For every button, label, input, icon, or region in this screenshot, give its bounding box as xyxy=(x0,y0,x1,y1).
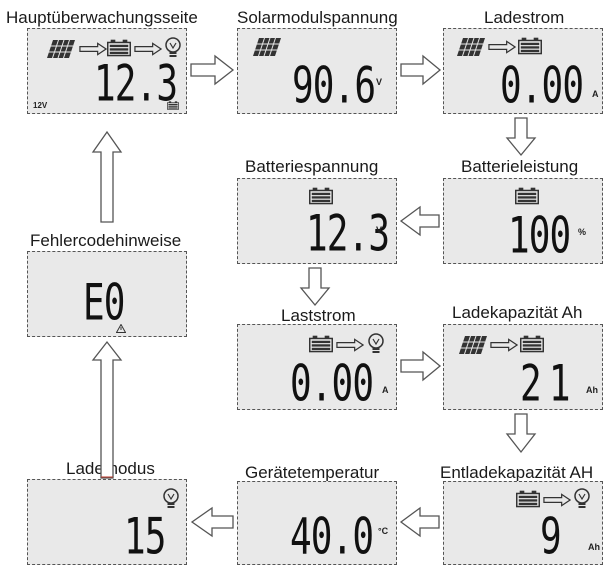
load-current-title: Laststrom xyxy=(281,306,356,325)
flow-arrow-up xyxy=(91,130,123,223)
flow-arrow-up xyxy=(91,340,123,479)
discharge-capacity-unit: Ah xyxy=(588,542,600,552)
battery-level-title: Batterieleistung xyxy=(461,157,579,176)
lcd-load-mode: 15 xyxy=(27,479,187,565)
battery-voltage-value: 12.3 xyxy=(306,205,390,263)
main-value: 12.3 xyxy=(94,55,178,113)
flow-arrow-left xyxy=(190,506,234,538)
charge-capacity-unit: Ah xyxy=(586,385,598,395)
load-mode-value: 15 xyxy=(124,508,166,566)
device-temp-title: Gerätetemperatur xyxy=(245,463,380,482)
flow-arrow-left xyxy=(399,506,440,538)
solar-unit: V xyxy=(376,77,383,87)
battery-voltage-title: Batteriespannung xyxy=(245,157,379,176)
battery-level-unit: % xyxy=(578,227,587,237)
flow-arrow-right xyxy=(400,54,442,86)
lcd-device-temp: 40.0 °C xyxy=(237,481,397,565)
main-title: Hauptüberwachungsseite xyxy=(6,8,198,27)
voltage-label: 12V xyxy=(33,101,48,110)
discharge-capacity-title: Entladekapazität AH xyxy=(440,463,594,482)
flow-arrow-right xyxy=(190,54,235,86)
lcd-discharge-capacity: 9 Ah xyxy=(443,481,603,565)
device-temp-value: 40.0 xyxy=(290,508,374,566)
lcd-load-current: 0.00 A xyxy=(237,324,397,410)
lcd-battery-level: 100 % xyxy=(443,178,603,264)
charge-current-title: Ladestrom xyxy=(484,8,565,27)
battery-level-value: 100 xyxy=(508,207,571,265)
flow-arrow-down xyxy=(505,413,537,454)
lcd-charge-capacity: 21 Ah xyxy=(443,324,603,410)
charge-current-unit: A xyxy=(592,89,599,99)
lcd-charge-current: 0.00 A xyxy=(443,28,603,114)
flow-arrow-down xyxy=(299,267,331,307)
load-current-value: 0.00 xyxy=(290,355,374,413)
solar-value: 90.6 xyxy=(292,57,376,115)
charge-current-value: 0.00 xyxy=(500,57,584,115)
flow-arrow-right xyxy=(400,350,442,382)
charge-capacity-title: Ladekapazität Ah xyxy=(452,303,583,322)
device-temp-unit: °C xyxy=(378,526,389,536)
load-current-unit: A xyxy=(382,385,389,395)
error-value: E0 xyxy=(83,274,125,332)
lcd-solar: 90.6 V xyxy=(237,28,397,114)
battery-voltage-unit: V xyxy=(376,225,383,235)
flow-arrow-left xyxy=(399,205,440,237)
lcd-error: E0 xyxy=(27,251,187,337)
flow-arrow-down xyxy=(505,117,537,157)
error-title: Fehlercodehinweise xyxy=(30,231,182,250)
warning-icon xyxy=(116,324,126,333)
lcd-battery-voltage: 12.3 V xyxy=(237,178,397,264)
charge-capacity-value: 21 xyxy=(520,355,578,413)
discharge-capacity-value: 9 xyxy=(540,508,562,566)
solar-title: Solarmodulspannung xyxy=(237,8,398,27)
lcd-main: 12.3 12V xyxy=(27,28,187,114)
